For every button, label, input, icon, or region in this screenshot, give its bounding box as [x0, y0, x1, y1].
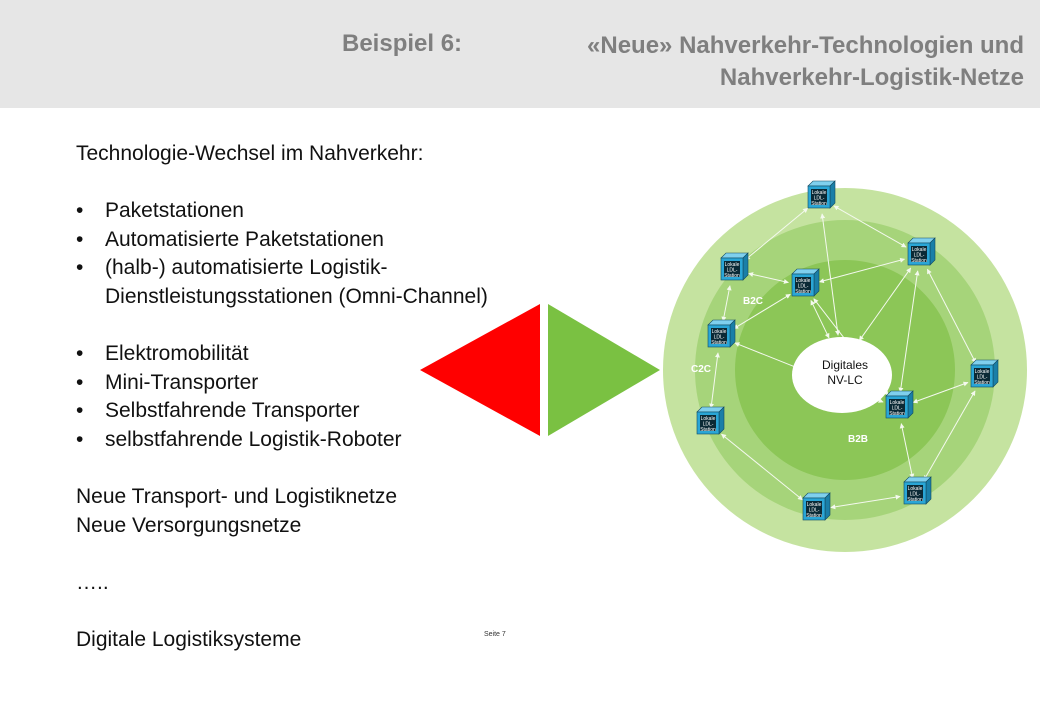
station-label: LDL-	[727, 268, 738, 274]
intro-text: Technologie-Wechsel im Nahverkehr:	[76, 142, 424, 165]
network-text: Neue Versorgungsnetze	[76, 513, 302, 537]
slide-title: «Neue» Nahverkehr-Technologien und Nahve…	[504, 30, 1024, 94]
station-label: Station	[907, 497, 923, 503]
list-item: Selbstfahrende Transporter	[76, 397, 596, 426]
station-label: LDL-	[703, 422, 714, 428]
hub-label-line-2: NV-LC	[827, 373, 863, 387]
station-label: LDL-	[977, 375, 988, 381]
link-arrow	[721, 285, 732, 322]
link-arrow	[744, 207, 809, 261]
link-arrows	[709, 205, 977, 510]
station-label: LDL-	[809, 508, 820, 514]
list-item: Elektromobilität	[76, 340, 596, 369]
station-label: Lokale	[890, 400, 905, 406]
link-arrow	[833, 205, 907, 248]
zone-label-b2b: B2B	[848, 434, 868, 445]
station-label: Lokale	[725, 262, 740, 268]
slide-title-line-2: Nahverkehr-Logistik-Netze	[719, 64, 1024, 91]
station-label: Station	[811, 201, 827, 207]
station-label: Lokale	[701, 416, 716, 422]
station-label: Lokale	[912, 247, 927, 253]
station-label: Lokale	[812, 190, 827, 196]
link-arrow	[733, 293, 791, 330]
station-label: LDL-	[814, 196, 825, 202]
list-item: Automatisierte Paketstationen	[76, 226, 596, 255]
station-label: Station	[700, 427, 716, 433]
station-label: Lokale	[712, 329, 727, 335]
station-label: Station	[806, 513, 822, 519]
station-label: Station	[724, 273, 740, 279]
link-arrow	[858, 267, 912, 341]
list-item: (halb-) automatisierte Logistik-	[76, 254, 596, 283]
station-label: Lokale	[807, 502, 822, 508]
list-item: Mini-Transporter	[76, 369, 596, 398]
slide-label: Beispiel 6:	[342, 30, 463, 57]
station-label: Station	[974, 380, 990, 386]
list-item: Paketstationen	[76, 197, 596, 226]
link-arrow	[820, 213, 840, 336]
slide-title-line-1: «Neue» Nahverkehr-Technologien und	[587, 32, 1024, 59]
digital-hub	[792, 337, 892, 413]
station-label: LDL-	[714, 335, 725, 341]
link-arrow	[721, 433, 803, 501]
link-arrow	[709, 352, 720, 409]
list-item-continuation: Dienstleistungsstationen (Omni-Channel)	[105, 284, 488, 308]
network-text: Neue Transport- und Logistiknetze	[76, 485, 398, 509]
link-arrow	[923, 390, 976, 481]
link-arrow	[912, 381, 969, 404]
station-label: Lokale	[908, 486, 923, 492]
link-arrow	[748, 272, 789, 284]
station-label: Station	[711, 340, 727, 346]
link-arrow	[810, 299, 830, 339]
link-arrow	[899, 423, 915, 479]
station-label: LDL-	[910, 492, 921, 498]
station-label: Lokale	[796, 278, 811, 284]
link-arrow	[926, 268, 977, 364]
station-label: LDL-	[892, 406, 903, 412]
closing-text: Digitale Logistiksysteme	[76, 628, 302, 652]
page-number: Seite 7	[484, 631, 506, 638]
station-label: LDL-	[914, 253, 925, 259]
station-label: LDL-	[798, 284, 809, 290]
zone-label-c2c: C2C	[691, 364, 711, 375]
station-label: Lokale	[975, 369, 990, 375]
title-bar: Beispiel 6: «Neue» Nahverkehr-Technologi…	[0, 0, 1040, 108]
list-item: selbstfahrende Logistik-Roboter	[76, 426, 596, 455]
ellipsis-text: …..	[76, 570, 109, 594]
station-label: Station	[795, 289, 811, 295]
zone-label-b2c: B2C	[743, 296, 763, 307]
slide-body: Technologie-Wechsel im Nahverkehr: Paket…	[76, 140, 596, 655]
link-arrow	[830, 494, 901, 510]
hub-label-line-1: Digitales	[822, 358, 868, 372]
station-label: Station	[911, 258, 927, 264]
station-label: Station	[889, 411, 905, 417]
